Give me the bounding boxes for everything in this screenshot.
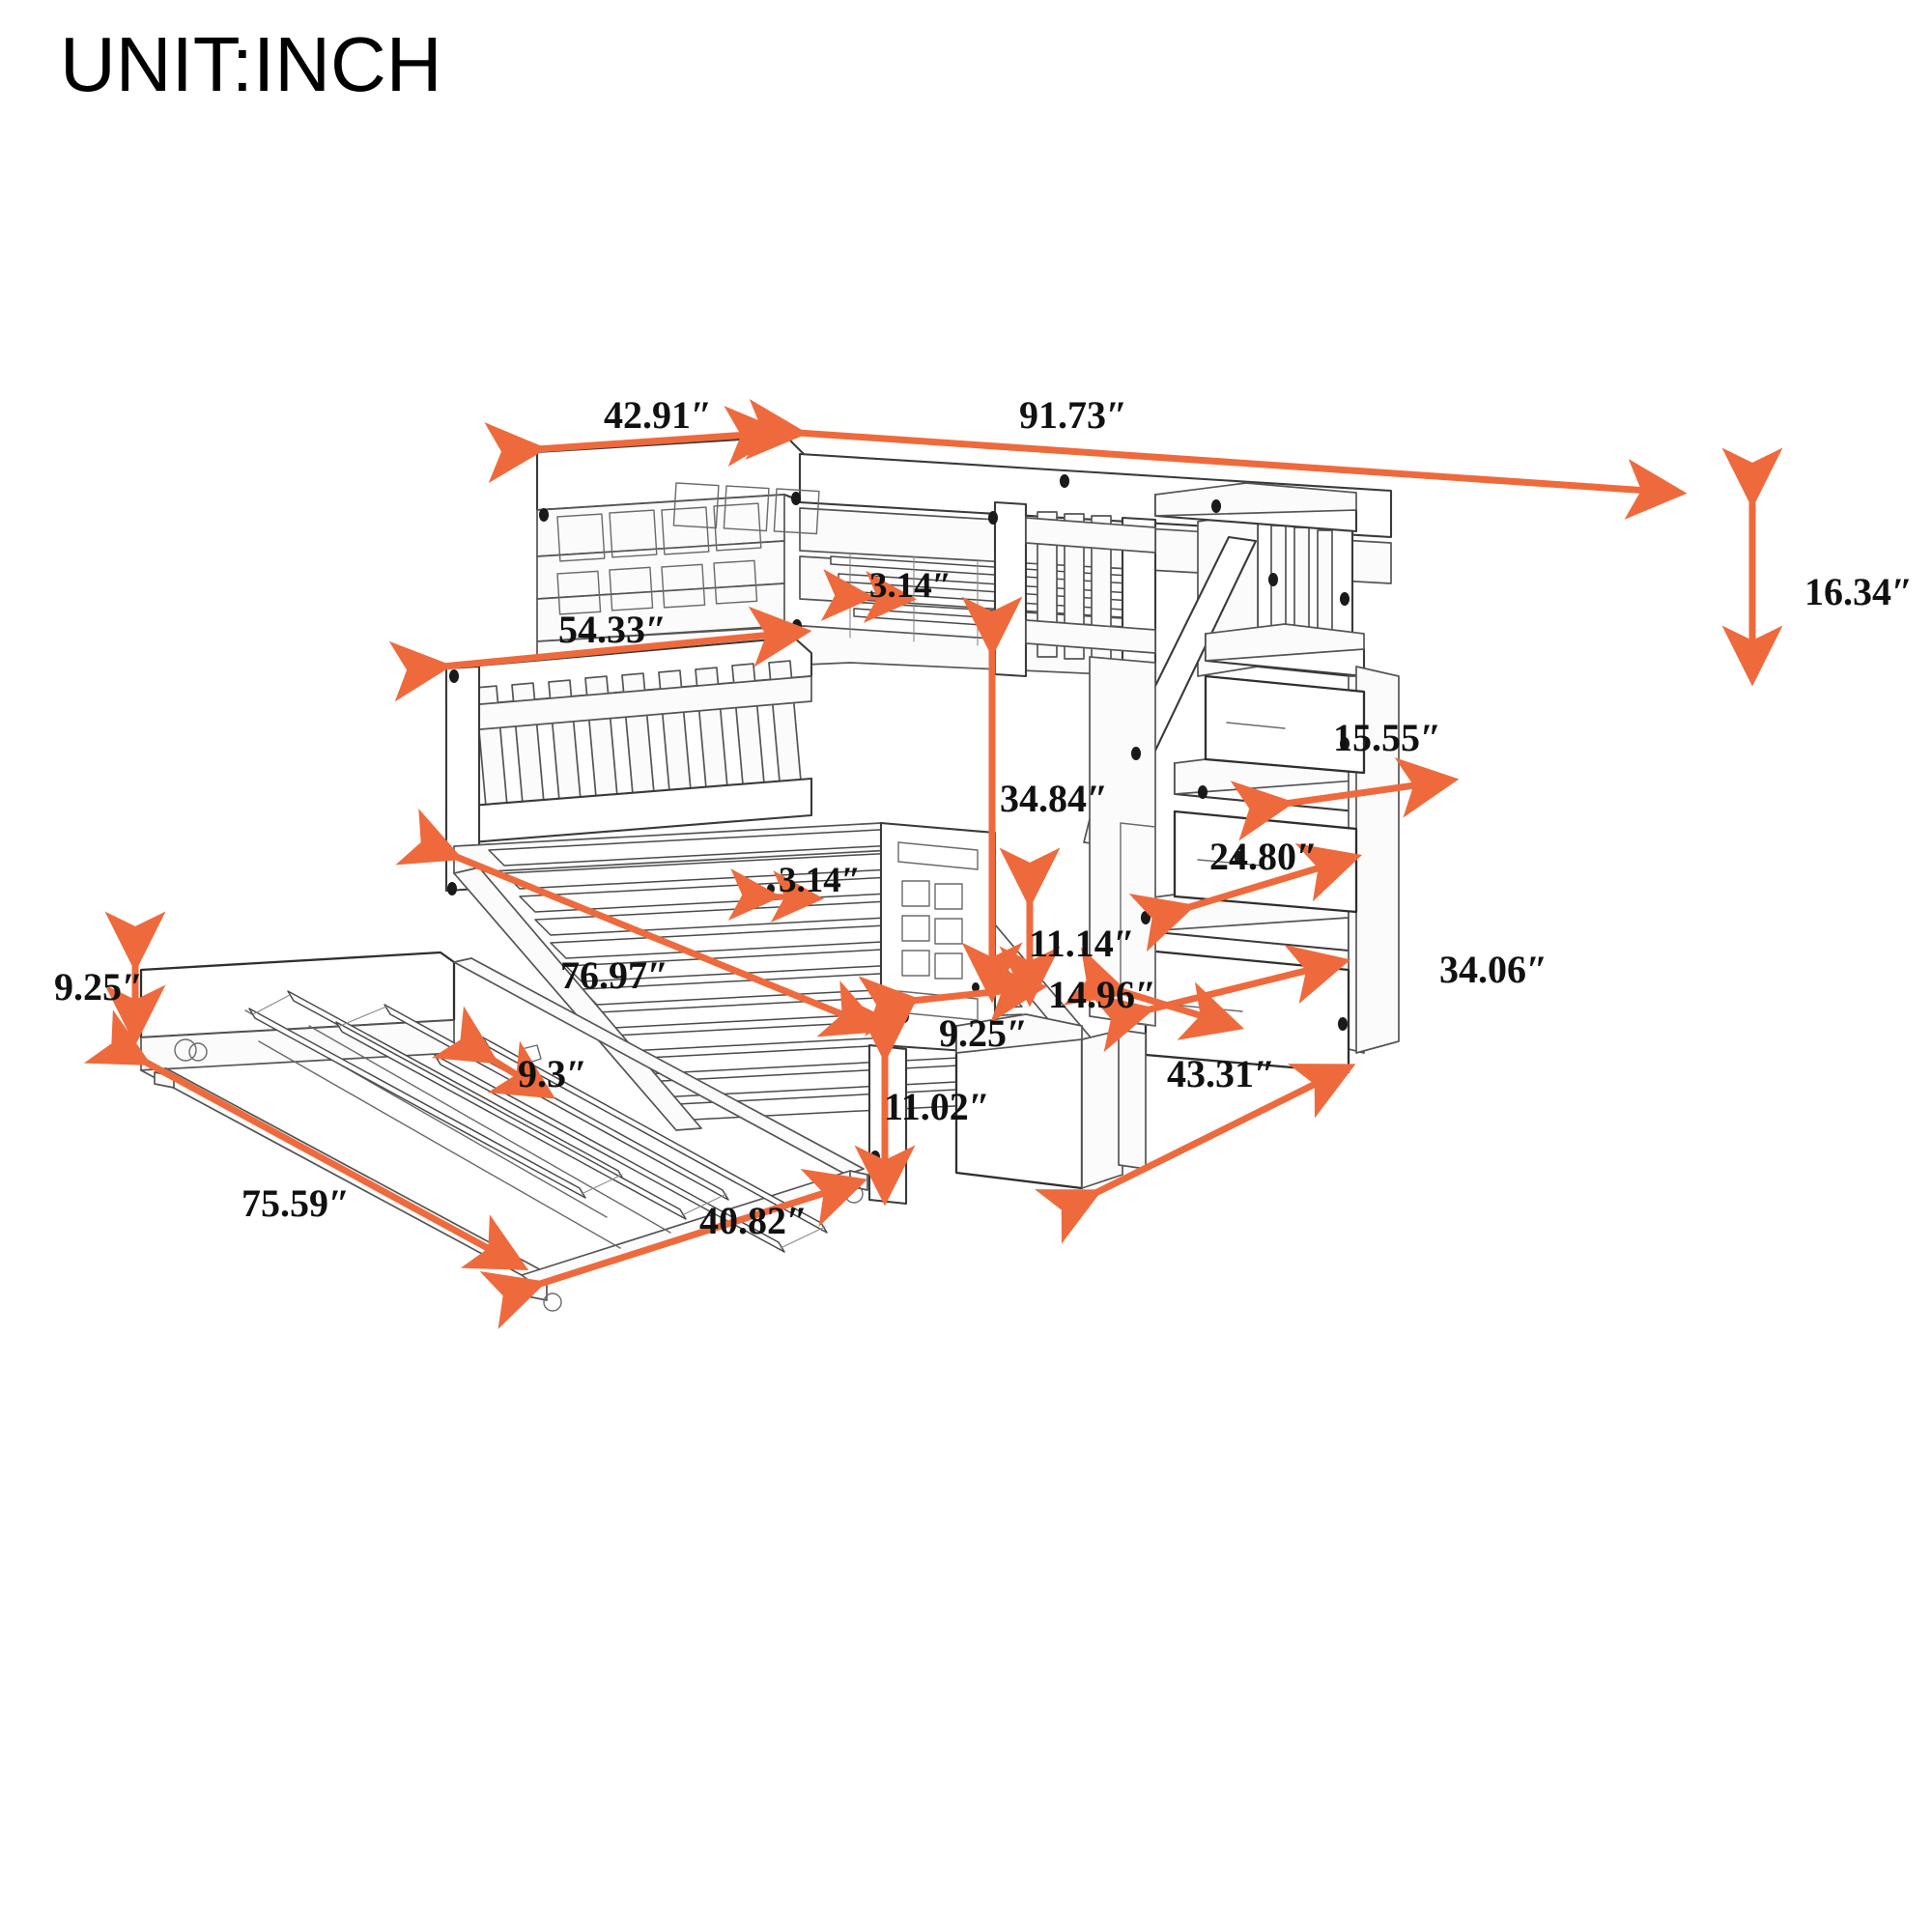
dimension-label-leg-height: 11.02″ <box>884 1085 990 1128</box>
dimension-label-bottom-bunk-width: 54.33″ <box>558 608 668 651</box>
dimension-label-top-rail-height: 16.34″ <box>1804 570 1914 613</box>
dimension-label-stair-tread-width: 24.80″ <box>1209 835 1319 878</box>
dimension-label-lower-step-width: 34.06″ <box>1439 948 1548 991</box>
dimension-label-trundle-width: 40.82″ <box>699 1199 809 1242</box>
dimension-label-trundle-slat-gap: 9.3″ <box>518 1052 588 1095</box>
dimension-label-overall-length: 91.73″ <box>1019 393 1128 437</box>
dimension-label-trundle-length: 75.59″ <box>242 1181 351 1225</box>
page-title: UNIT:INCH <box>60 21 442 107</box>
dimension-label-bottom-bunk-length: 76.97″ <box>560 953 669 997</box>
dimension-label-top-bunk-width: 42.91″ <box>604 393 713 437</box>
dimension-label-bottom-step-width: 43.31″ <box>1167 1052 1276 1095</box>
dimension-label-slat-thickness-top: 3.14″ <box>869 566 952 606</box>
dimension-label-slat-thickness-low: 3.14″ <box>779 861 862 900</box>
dimension-label-overall-height: 34.84″ <box>1000 777 1109 820</box>
dimension-label-stair-tread-depth: 15.55″ <box>1333 716 1442 759</box>
dimension-label-trundle-height: 9.25″ <box>54 965 144 1009</box>
dimension-label-under-stair-height: 11.14″ <box>1029 922 1135 965</box>
dimension-label-drawer-offset: 14.96″ <box>1048 973 1157 1016</box>
dimension-label-step-riser: 9.25″ <box>939 1011 1029 1055</box>
